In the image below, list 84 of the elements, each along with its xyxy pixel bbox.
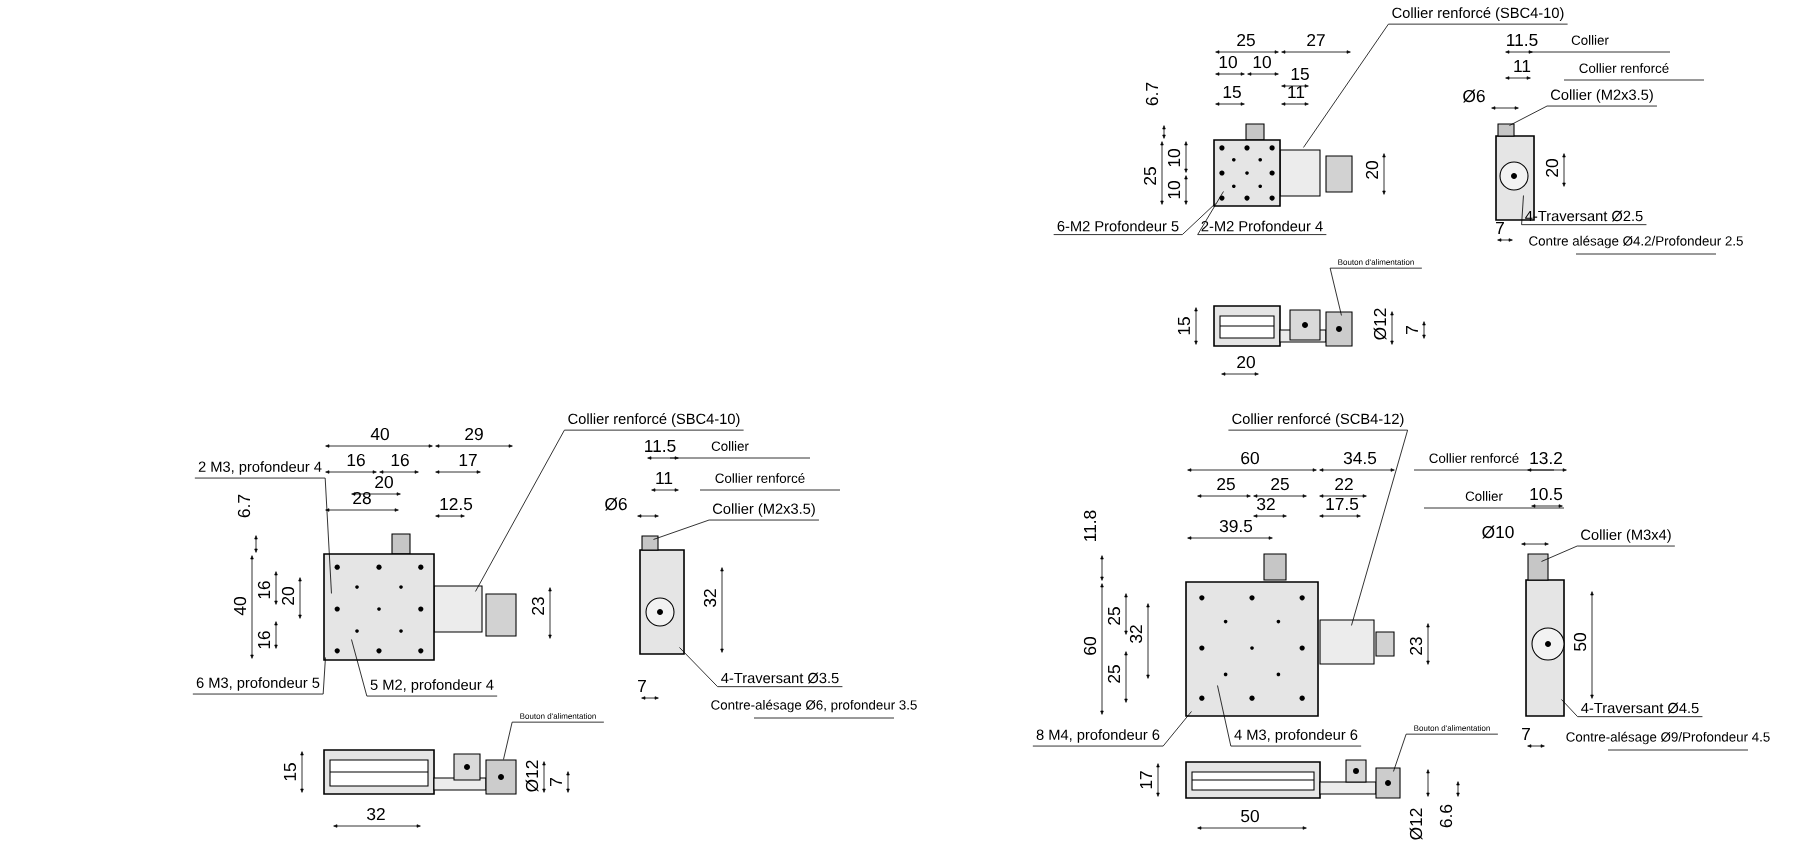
dimension-label: 7 <box>638 680 646 692</box>
dimension-label: 25 <box>1143 167 1157 185</box>
dimension-label: 13.2 <box>1530 451 1562 465</box>
dimension-label: 10 <box>1167 149 1181 167</box>
dimension-label: Ø10 <box>1482 525 1514 539</box>
dimension-label: 10.5 <box>1530 487 1563 501</box>
dimension-label: 16 <box>257 581 271 599</box>
dimension-label: 23 <box>1409 637 1423 655</box>
dimension-label: 10 <box>1167 181 1181 199</box>
dimension-label: 28 <box>353 491 371 505</box>
dimension-label: 6.7 <box>1145 82 1159 106</box>
dimension-label: 60 <box>1241 451 1259 465</box>
stage-front-view-drawing <box>1185 759 1401 799</box>
dimension-label: 25 <box>1107 665 1121 683</box>
dimension-label: 17.5 <box>1326 497 1359 511</box>
dimension-label: 6.7 <box>237 494 251 518</box>
dimension-label: 16 <box>391 453 409 467</box>
dimension-label: 7 <box>1522 728 1530 740</box>
leader-line <box>194 477 332 594</box>
dimension-label: 11.5 <box>645 439 676 453</box>
dimension-label: 60 <box>1083 637 1097 655</box>
dimension-label: 17 <box>1140 771 1152 789</box>
dimension-label: 32 <box>1257 497 1275 511</box>
dimension-label: 22 <box>1335 478 1353 491</box>
dimension-label: 7 <box>550 778 562 786</box>
leader-line <box>1197 191 1327 235</box>
dimension-label: 40 <box>233 597 247 616</box>
stage-front-view-drawing <box>323 749 517 795</box>
leader-line <box>1228 429 1408 626</box>
leader-line <box>679 647 843 688</box>
dimension-label: 34.5 <box>1343 451 1377 465</box>
dimension-label: 16 <box>257 631 271 649</box>
stage-side-view-drawing <box>1525 553 1565 717</box>
dimension-label: 25 <box>1271 477 1289 491</box>
dimension-label: 29 <box>465 427 483 441</box>
leader-line <box>1217 685 1362 747</box>
dimension-label: Ø6 <box>1463 89 1485 103</box>
dimension-label: 25 <box>1107 607 1121 625</box>
dimension-label: 15 <box>283 763 297 781</box>
leader-line <box>503 721 605 760</box>
dimension-label: 11 <box>656 472 673 484</box>
dimension-label: 6.6 <box>1439 804 1453 828</box>
leader-line <box>475 429 744 592</box>
stage-top-view-drawing <box>1185 553 1395 717</box>
dimension-label: Ø6 <box>605 497 627 511</box>
stage-front-view-drawing <box>1213 305 1353 347</box>
dimension-label: 20 <box>281 587 295 605</box>
stage-top-view-drawing <box>323 533 517 661</box>
leader-line <box>1509 105 1658 126</box>
leader-line <box>1303 23 1568 148</box>
leader-line <box>1053 203 1216 235</box>
leader-line <box>653 519 820 540</box>
leader-line <box>1393 733 1499 772</box>
stage-top-view-drawing <box>1213 123 1353 207</box>
leader-line <box>351 639 498 697</box>
leader-line <box>1329 267 1423 316</box>
dimension-label: 10 <box>1253 55 1271 69</box>
dimension-label: Ø12 <box>1409 808 1423 840</box>
leader-line <box>1032 711 1192 747</box>
dimension-label: 23 <box>531 597 545 615</box>
dimension-label: 15 <box>1177 317 1191 335</box>
dimension-label: 11.8 <box>1083 510 1097 541</box>
dimension-label: 10 <box>1219 55 1237 69</box>
dimension-label: 7 <box>1406 326 1418 334</box>
dimension-label: 15 <box>1223 85 1241 99</box>
dimension-label: 11.5 <box>1507 33 1538 47</box>
dimension-label: 17 <box>459 454 477 466</box>
dimension-label: 16 <box>347 453 365 467</box>
leader-line <box>1561 699 1703 718</box>
dimension-label: Ø12 <box>525 760 539 792</box>
dimension-label: 27 <box>1307 34 1325 47</box>
leader-line <box>1541 545 1676 562</box>
leader-line <box>192 657 326 695</box>
dimension-label: 32 <box>703 589 717 607</box>
stage-side-view-drawing <box>639 535 685 655</box>
dimension-label: 15 <box>1291 67 1309 81</box>
dimension-label: 25 <box>1217 477 1235 491</box>
dimension-label: 25 <box>1237 33 1255 47</box>
dimension-label: 40 <box>370 427 389 441</box>
dimension-label: Ø12 <box>1373 308 1387 340</box>
dimension-label: 11 <box>1288 86 1305 98</box>
dimension-label: 32 <box>1129 625 1143 643</box>
dimension-label: 20 <box>375 475 393 489</box>
dimension-label: 11 <box>1514 60 1531 72</box>
